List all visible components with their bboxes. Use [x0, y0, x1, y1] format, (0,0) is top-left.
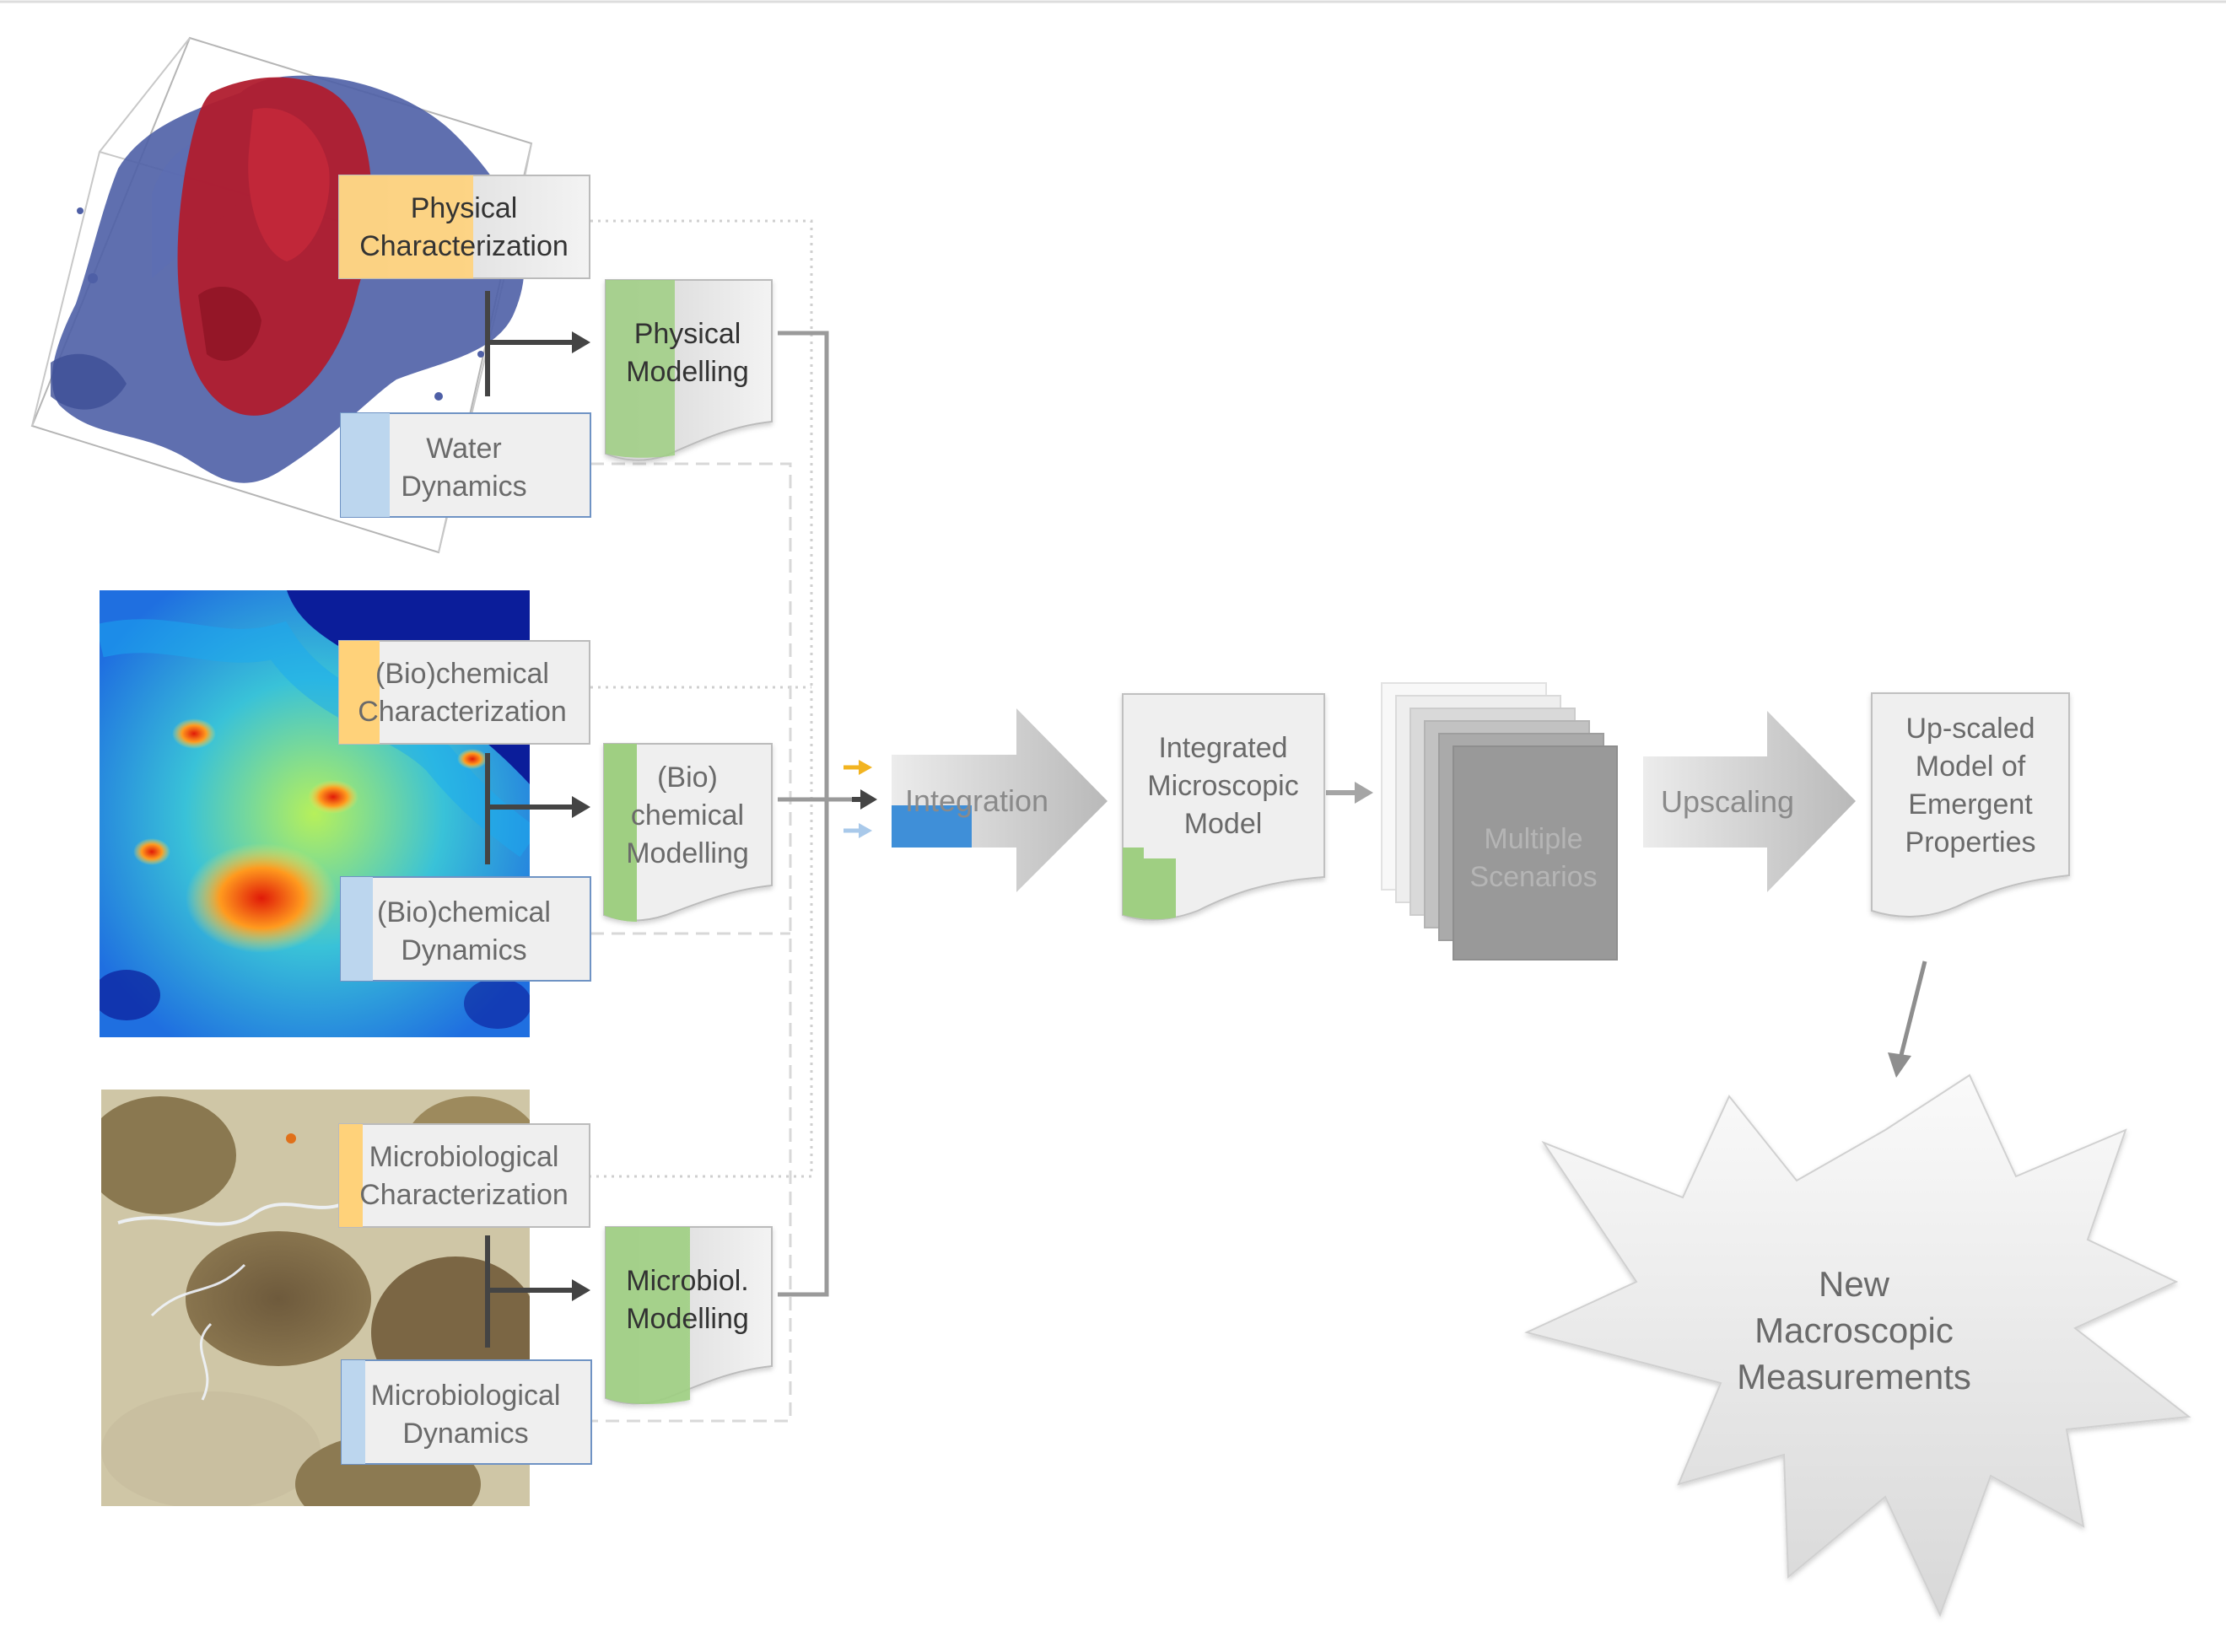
bracket-biochemical [485, 753, 590, 864]
physical-characterization-box: Physical Characterization [338, 175, 590, 279]
new-measurements-label-1: New [1819, 1264, 1890, 1304]
physical-characterization-label-1: Physical [411, 192, 518, 224]
integrated-model-label-2: Microscopic [1147, 770, 1298, 802]
upscaled-model-label-1: Up-scaled [1905, 713, 2035, 745]
upscaled-model-label-3: Emergent [1908, 788, 2033, 821]
upscaled-model-label-2: Model of [1916, 751, 2026, 783]
biochemical-modelling-label-2: chemical [631, 799, 744, 831]
physical-modelling-label-2: Modelling [626, 356, 749, 388]
new-measurements-starburst: New Macroscopic Measurements [1524, 1074, 2191, 1617]
microbiological-dynamics-box: Microbiological Dynamics [341, 1359, 592, 1465]
integrated-model-box: Integrated Microscopic Model [1122, 693, 1325, 921]
new-measurements-label-2: Macroscopic [1754, 1310, 1954, 1350]
microbiological-characterization-box: Microbiological Characterization [338, 1123, 590, 1228]
integration-label: Integration [905, 783, 1048, 818]
biochemical-modelling-label-1: (Bio) [657, 761, 718, 794]
upscaling-label: Upscaling [1661, 784, 1794, 819]
biochemical-dynamics-label-1: (Bio)chemical [377, 896, 551, 928]
bracket-microbiological [485, 1235, 590, 1348]
biochemical-modelling-box: (Bio) chemical Modelling [603, 743, 773, 922]
upscaled-model-box: Up-scaled Model of Emergent Properties [1871, 692, 2070, 917]
biochemical-characterization-label-2: Characterization [358, 696, 567, 728]
microbiological-characterization-label-2: Characterization [359, 1179, 569, 1211]
upscaled-model-label-4: Properties [1905, 826, 2036, 858]
multiple-scenarios-label-1: Multiple [1484, 823, 1582, 855]
water-dynamics-label-1: Water [426, 433, 501, 465]
physical-modelling-label-1: Physical [634, 318, 741, 350]
microbiological-dynamics-label-2: Dynamics [402, 1418, 528, 1450]
biochemical-characterization-box: (Bio)chemical Characterization [338, 640, 590, 745]
physical-modelling-box: Physical Modelling [605, 279, 773, 461]
biochemical-dynamics-box: (Bio)chemical Dynamics [340, 876, 591, 982]
connectors [485, 219, 1927, 1423]
integration-arrow: Integration [892, 708, 1108, 892]
biochemical-modelling-label-3: Modelling [626, 837, 749, 869]
upscaling-arrow: Upscaling [1643, 711, 1856, 892]
microbiol-modelling-label-2: Modelling [626, 1303, 749, 1335]
integrated-model-label-3: Model [1184, 808, 1263, 840]
new-measurements-label-3: Measurements [1737, 1357, 1971, 1396]
multiple-scenarios-label-2: Scenarios [1469, 861, 1597, 893]
integrated-model-label-1: Integrated [1158, 732, 1287, 764]
bracket-physical [485, 291, 590, 396]
water-dynamics-box: Water Dynamics [340, 412, 591, 518]
microbiol-modelling-box: Microbiol. Modelling [605, 1226, 773, 1405]
water-dynamics-label-2: Dynamics [401, 471, 526, 503]
microbiol-modelling-label-1: Microbiol. [626, 1265, 748, 1297]
biochemical-dynamics-label-2: Dynamics [401, 934, 526, 966]
microbiological-dynamics-label-1: Microbiological [371, 1380, 561, 1412]
physical-characterization-label-2: Characterization [359, 230, 569, 262]
biochemical-characterization-label-1: (Bio)chemical [375, 658, 549, 690]
microbiological-characterization-label-1: Microbiological [369, 1141, 559, 1173]
multiple-scenarios-stack: Multiple Scenarios [1381, 682, 1618, 961]
